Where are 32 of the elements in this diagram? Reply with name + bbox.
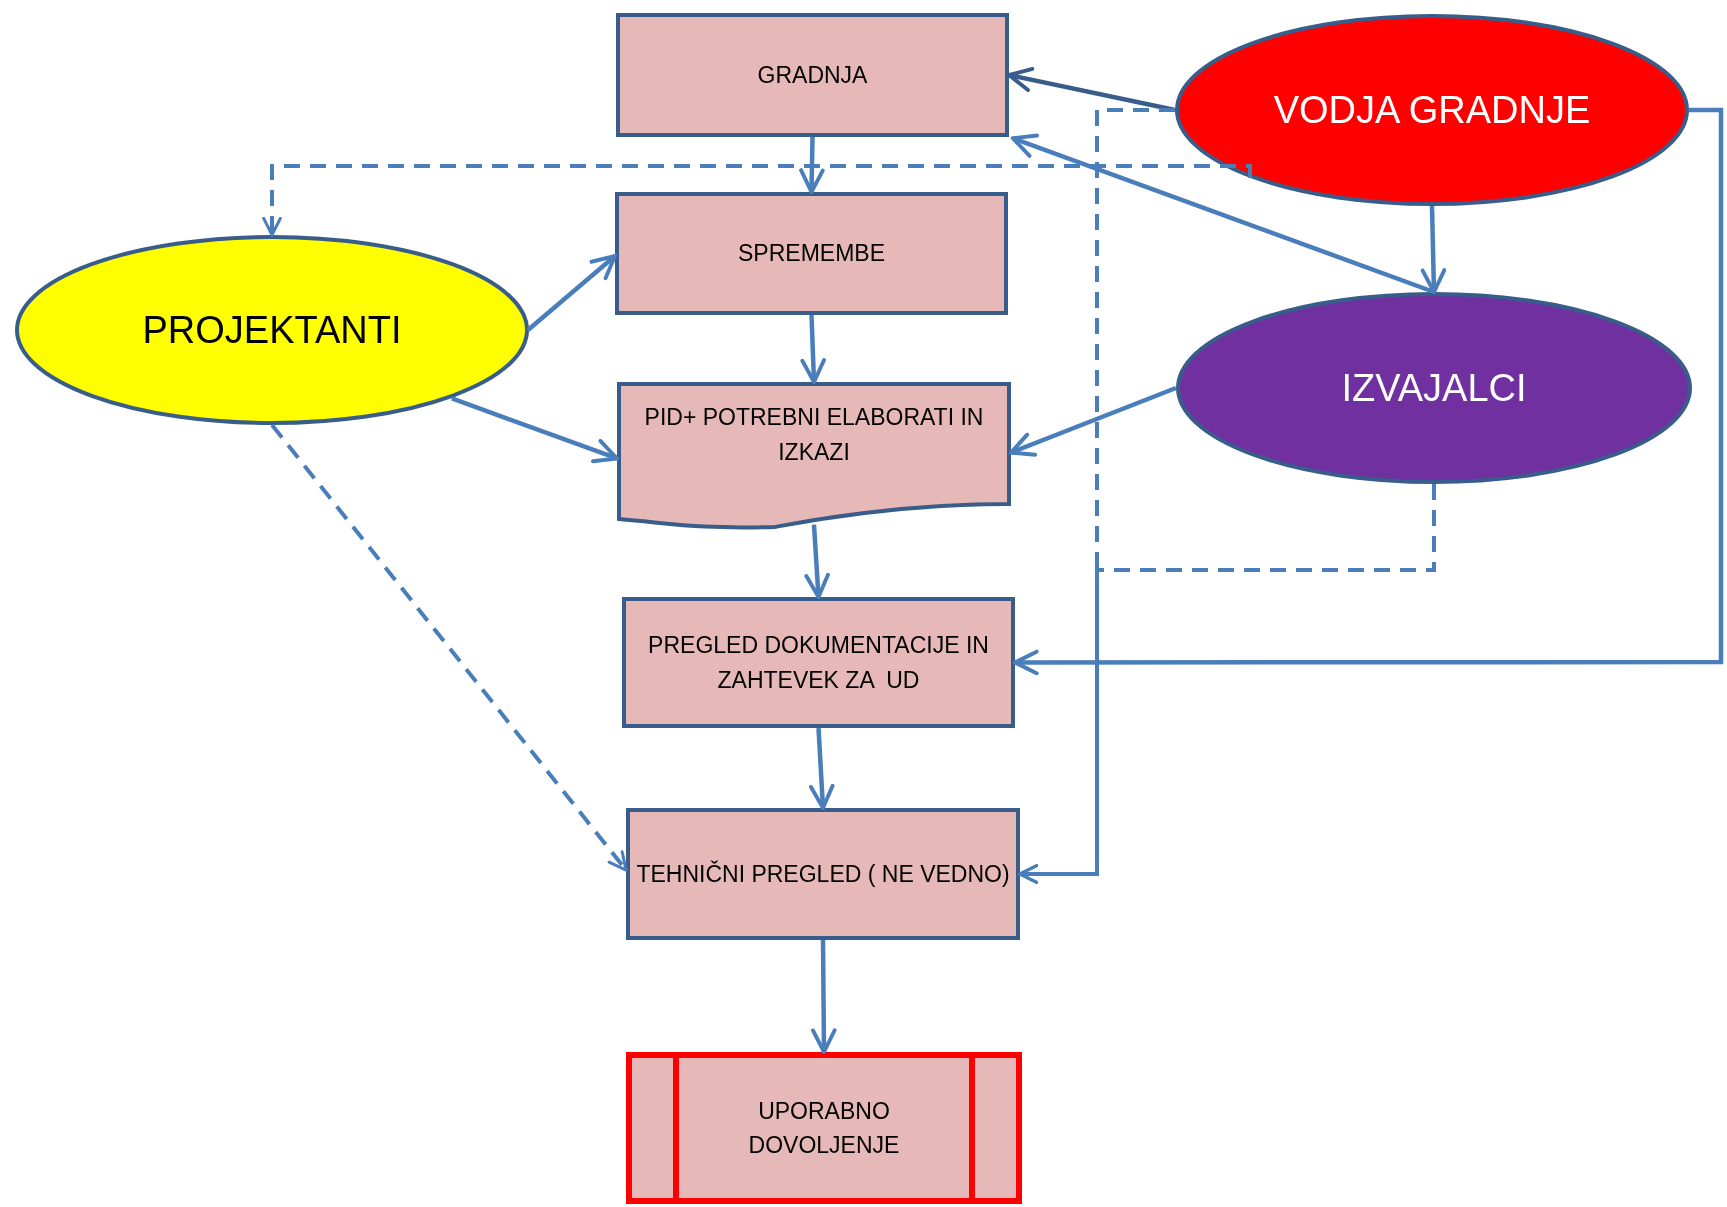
arrow [809,727,835,810]
arrow [1013,107,1724,676]
arrow [1420,205,1447,294]
step-label: GRADNJA [757,60,868,90]
dashed-arrow [1018,484,1436,884]
document-shape [617,382,1011,529]
process-box [622,597,1015,728]
dashed-arrow [270,423,628,872]
actor-label: VODJA GRADNJE [1273,87,1591,133]
arrow [799,136,825,194]
process-box [615,192,1008,315]
actor-ellipse [1175,14,1689,206]
actor-ellipse [1176,292,1692,484]
arrow [1011,133,1435,295]
dashed-arrow [262,164,1253,237]
process-box [626,808,1020,940]
process-box [616,13,1009,137]
step-label: TEHNIČNI PREGLED ( NE VEDNO) [636,859,1010,889]
actor-ellipse [15,235,529,425]
arrow [451,396,619,464]
arrow [800,314,826,384]
arrow [811,939,837,1054]
arrow [1009,385,1177,457]
arrow [526,254,617,332]
step-label: SPREMEMBE [738,239,885,269]
arrow [804,524,830,599]
step-label: PREGLED DOKUMENTACIJE IN ZAHTEVEK ZA UD [647,631,990,695]
predefined-process-box [626,1052,1022,1204]
step-label: UPORABNO DOVOLJENJE [747,1096,901,1160]
step-label: PID+ POTREBNI ELABORATI IN IZKAZI [643,403,985,467]
actor-label: PROJEKTANTI [142,307,402,353]
actor-label: IZVAJALCI [1341,365,1527,411]
